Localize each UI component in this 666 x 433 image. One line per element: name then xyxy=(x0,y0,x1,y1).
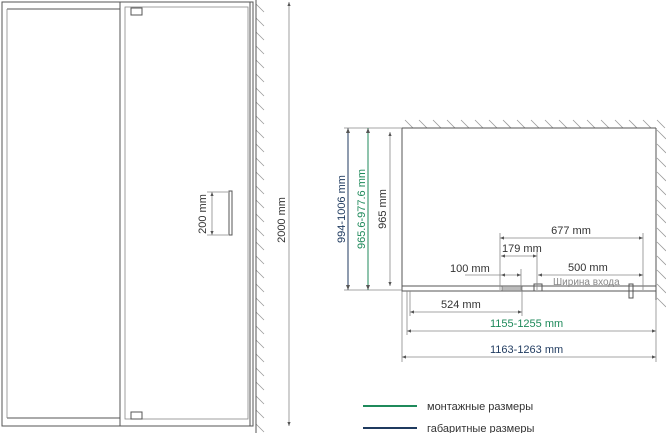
hatch-line xyxy=(656,129,666,140)
hatch-line xyxy=(255,213,265,223)
hatch-line xyxy=(600,119,610,129)
hatch-line xyxy=(656,171,666,182)
hatch-line xyxy=(656,213,666,224)
depth-dimension: 965 mm xyxy=(377,189,389,229)
hatch-line xyxy=(255,297,265,307)
hatch-line xyxy=(642,119,652,129)
hatch-line xyxy=(255,269,265,279)
hatch-line xyxy=(255,3,265,13)
hatch-line xyxy=(255,157,265,167)
hatch-line xyxy=(544,119,554,129)
hatch-line xyxy=(255,185,265,195)
hatch-line xyxy=(418,119,428,129)
front-elevation: 200 mm 2000 mm xyxy=(1,0,291,433)
hatch-line xyxy=(614,119,624,129)
hatch-line xyxy=(558,119,568,129)
hatch-line xyxy=(656,227,666,238)
hatch-line xyxy=(255,31,265,41)
hatch-line xyxy=(656,143,666,154)
hatch-line xyxy=(656,241,666,252)
offset-179-dimension: 179 mm xyxy=(502,243,542,255)
door-dimension: 677 mm xyxy=(551,225,591,237)
hatch-line xyxy=(656,199,666,210)
hatch-line xyxy=(586,119,596,129)
hatch-line xyxy=(656,119,666,129)
entry-dimension: 500 mm xyxy=(568,262,608,274)
hatch-line xyxy=(255,255,265,265)
hatch-line xyxy=(488,119,498,129)
hinge-top xyxy=(130,7,143,16)
hatch-line xyxy=(255,325,265,335)
hatch-line xyxy=(502,119,512,129)
overall-width-dimension: 1163-1263 mm xyxy=(490,344,563,356)
hatch-line xyxy=(255,45,265,55)
overall-depth-dimension: 994-1006 mm xyxy=(336,175,348,243)
hatch-line xyxy=(255,17,265,27)
wall-hatch-right xyxy=(656,129,666,308)
door-handle xyxy=(228,190,233,236)
hatch-line xyxy=(255,381,265,391)
hatch-line xyxy=(255,423,265,433)
hatch-line xyxy=(255,241,265,251)
hatch-line xyxy=(446,119,456,129)
offset-100-dimension: 100 mm xyxy=(450,263,490,275)
hatch-line xyxy=(255,283,265,293)
hatch-line xyxy=(656,283,666,294)
hatch-line xyxy=(255,87,265,97)
hatch-line xyxy=(255,199,265,209)
entry-caption: Ширина входа xyxy=(553,277,620,288)
legend-overall: габаритные размеры xyxy=(427,423,534,433)
legend: монтажные размеры габаритные размеры xyxy=(363,401,534,433)
hatch-line xyxy=(404,119,414,129)
install-depth-dimension: 965.6-977.6 mm xyxy=(356,169,368,249)
glass-profile xyxy=(401,285,657,292)
hatch-line xyxy=(530,119,540,129)
hatch-line xyxy=(656,269,666,280)
install-width-dimension: 1155-1255 mm xyxy=(490,318,563,330)
hatch-line xyxy=(432,119,442,129)
hatch-line xyxy=(656,255,666,266)
fixed-panel-dimension: 524 mm xyxy=(441,299,481,311)
hinge-bottom xyxy=(130,411,143,420)
hatch-line xyxy=(656,297,666,308)
hatch-line xyxy=(255,227,265,237)
wall-hatch-top xyxy=(404,119,666,129)
plan-view: 994-1006 mm 965.6-977.6 mm 965 mm 677 mm… xyxy=(336,119,666,362)
door-panel xyxy=(124,6,249,420)
hatch-line xyxy=(255,353,265,363)
legend-install: монтажные размеры xyxy=(427,401,533,413)
height-dimension: 2000 mm xyxy=(276,197,288,243)
hatch-line xyxy=(255,395,265,405)
hatch-line xyxy=(474,119,484,129)
hatch-line xyxy=(255,115,265,125)
hatch-line xyxy=(255,311,265,321)
hatch-line xyxy=(628,119,638,129)
hatch-line xyxy=(460,119,470,129)
hatch-line xyxy=(572,119,582,129)
hatch-line xyxy=(255,367,265,377)
hatch-line xyxy=(255,143,265,153)
hatch-line xyxy=(516,119,526,129)
hatch-line xyxy=(255,59,265,69)
wall-hatch-left xyxy=(255,3,265,433)
handle-dimension: 200 mm xyxy=(197,194,209,234)
hatch-line xyxy=(255,409,265,419)
hatch-line xyxy=(255,101,265,111)
hatch-line xyxy=(656,185,666,196)
hatch-line xyxy=(255,73,265,83)
hatch-line xyxy=(255,171,265,181)
hatch-line xyxy=(656,157,666,168)
hatch-line xyxy=(255,129,265,139)
hatch-line xyxy=(255,339,265,349)
